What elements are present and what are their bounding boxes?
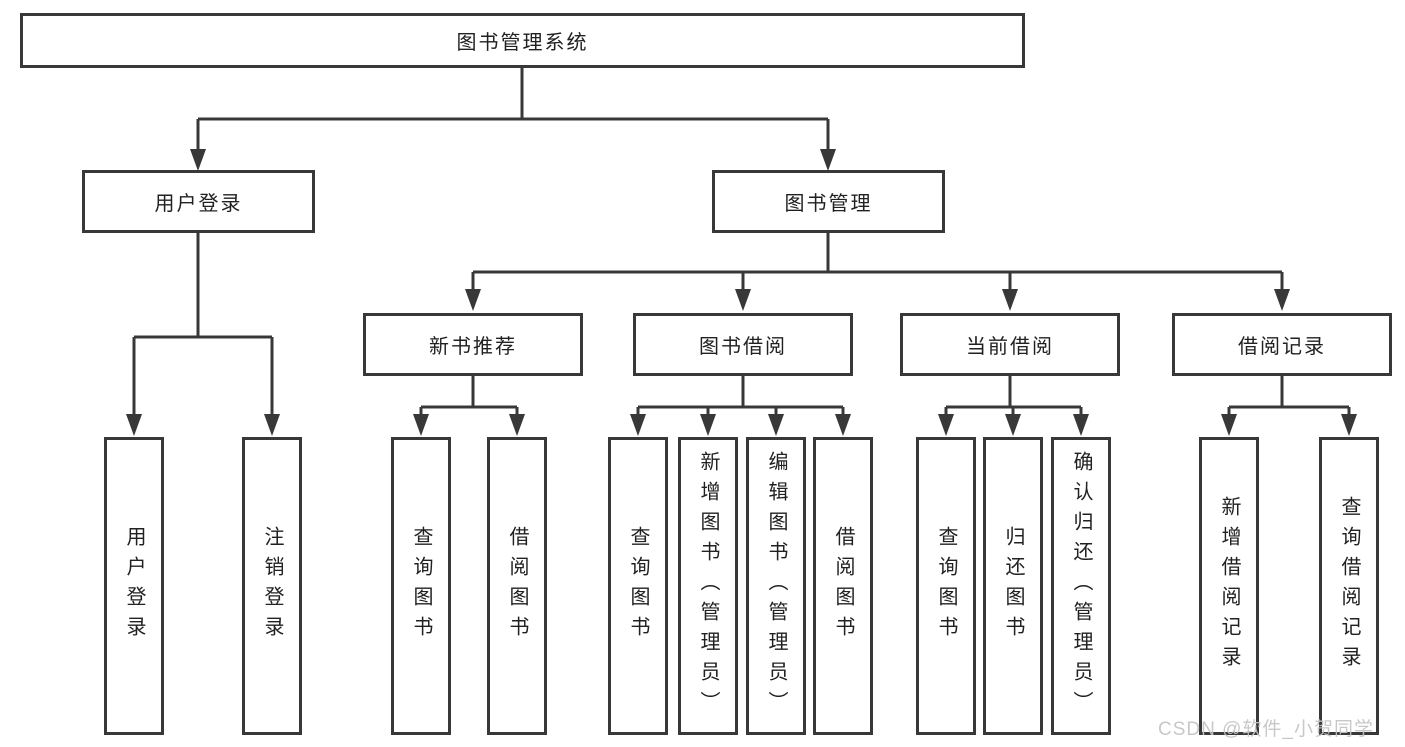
leaf-add-borrow-record: 新增借阅记录 xyxy=(1199,437,1259,735)
leaf-return-books: 归还图书 xyxy=(983,437,1043,735)
leaf-query-borrow-record: 查询借阅记录 xyxy=(1319,437,1379,735)
tree-edges xyxy=(132,66,1351,418)
leaf-logout: 注销登录 xyxy=(242,437,302,735)
leaf-add-book-admin: 新增图书（管理员） xyxy=(678,437,738,735)
leaf-confirm-return-admin: 确认归还（管理员） xyxy=(1051,437,1111,735)
leaf-user-login: 用户登录 xyxy=(104,437,164,735)
node-book-borrowing: 图书借阅 xyxy=(633,313,853,376)
node-current-borrowing: 当前借阅 xyxy=(900,313,1120,376)
leaf-query-books-recommend: 查询图书 xyxy=(391,437,451,735)
leaf-query-books-current: 查询图书 xyxy=(916,437,976,735)
leaf-borrow-books-recommend: 借阅图书 xyxy=(487,437,547,735)
node-book-management: 图书管理 xyxy=(712,170,945,233)
node-borrowing-records: 借阅记录 xyxy=(1172,313,1392,376)
arrowheads xyxy=(126,149,1357,436)
leaf-borrow-books-borrowing: 借阅图书 xyxy=(813,437,873,735)
node-new-book-recommendation: 新书推荐 xyxy=(363,313,583,376)
leaf-edit-book-admin: 编辑图书（管理员） xyxy=(746,437,806,735)
node-user-login: 用户登录 xyxy=(82,170,315,233)
node-library-management-system: 图书管理系统 xyxy=(20,13,1025,68)
csdn-watermark: CSDN @软件_小贺同学 xyxy=(1158,719,1374,740)
leaf-query-books-borrowing: 查询图书 xyxy=(608,437,668,735)
